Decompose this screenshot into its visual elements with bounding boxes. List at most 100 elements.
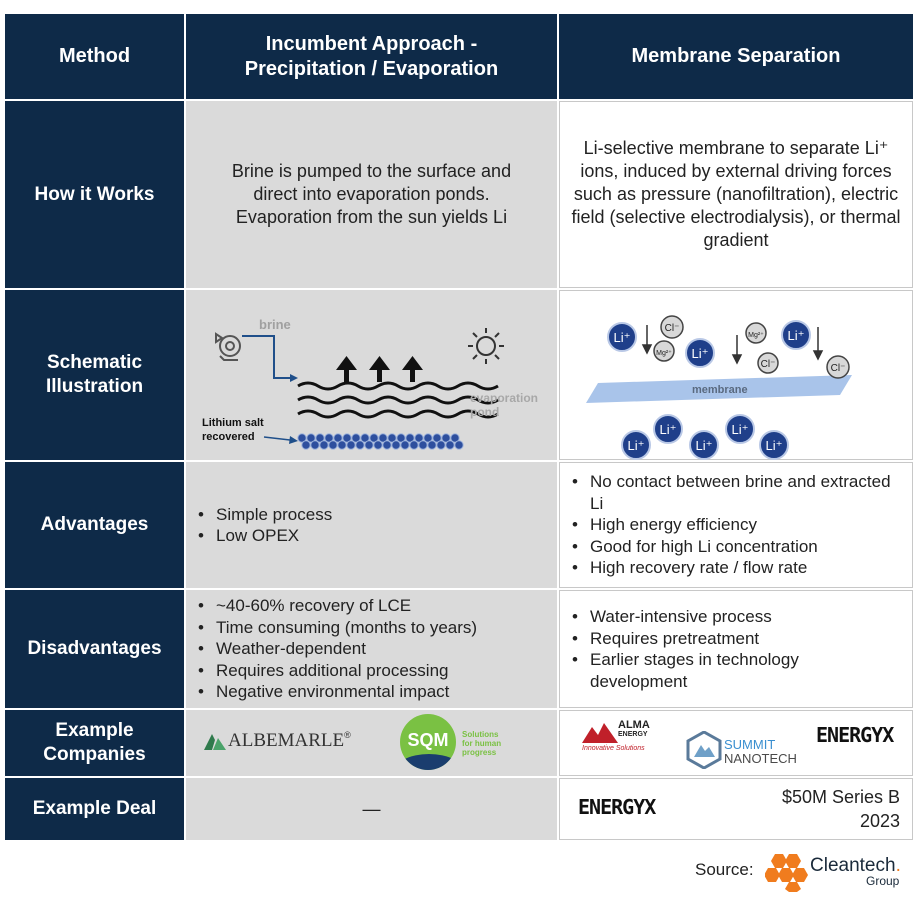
salt-particle — [423, 433, 433, 443]
magnesium-ion — [653, 340, 675, 362]
schematic-incumbent-cell: brine — [186, 290, 557, 460]
brine-pipe-icon — [242, 335, 290, 379]
lithium-ion-label: Li⁺ — [628, 438, 645, 453]
salt-particle — [400, 440, 410, 450]
list-item: Requires pretreatment — [566, 628, 900, 650]
how-membrane-cell: Li-selective membrane to separate Li⁺ io… — [559, 101, 913, 288]
evaporation-word: evaporation — [470, 391, 538, 405]
lithium-ion — [685, 338, 715, 368]
summit-text: SUMMIT — [724, 737, 776, 752]
magnesium-ion-label: Mg²⁺ — [748, 332, 764, 339]
chloride-ion — [757, 352, 779, 374]
energyx-logo-text: ENERGYX — [816, 723, 894, 747]
albemarle-trademark: ® — [344, 730, 351, 740]
row-label-deal-text: Example Deal — [32, 798, 157, 819]
header-incumbent-text: Incumbent Approach - Precipitation / Eva… — [244, 32, 499, 80]
lithium-ion — [725, 414, 755, 444]
salt-particle — [333, 433, 343, 443]
how-incumbent-cell: Brine is pumped to the surface and direc… — [186, 101, 557, 288]
disadvantages-incumbent-list: ~40-60% recovery of LCE Time consuming (… — [192, 595, 477, 703]
lithium-ion — [759, 430, 789, 460]
deal-incumbent-dash: — — [362, 798, 381, 819]
lithium-ion-label: Li⁺ — [766, 438, 783, 453]
header-incumbent: Incumbent Approach - Precipitation / Eva… — [186, 14, 557, 99]
magnesium-ion-label: Mg²⁺ — [656, 350, 672, 357]
chloride-ion — [826, 355, 850, 379]
albemarle-mark-icon — [204, 734, 226, 750]
lithium-ion — [621, 430, 651, 460]
lithium-ion-label: Li⁺ — [660, 422, 677, 437]
row-label-disadvantages: Disadvantages — [5, 590, 184, 708]
list-item: High energy efficiency — [566, 514, 906, 536]
list-item: Weather-dependent — [192, 638, 477, 660]
salt-particle — [432, 433, 442, 443]
row-label-advantages-text: Advantages — [40, 514, 149, 535]
row-label-how-text: How it Works — [34, 183, 155, 205]
pond-waves-icon — [297, 381, 499, 419]
sqm-wave — [400, 754, 456, 770]
alma-text: ALMA — [618, 719, 650, 731]
membrane-label: membrane — [692, 384, 748, 396]
salt-particle — [369, 433, 379, 443]
salt-particle — [355, 440, 365, 450]
evaporation-arrows-icon — [336, 356, 423, 382]
salt-particle — [396, 433, 406, 443]
salt-particle — [454, 440, 464, 450]
salt-particle — [391, 440, 401, 450]
schematic-membrane-cell: membrane Li⁺Cl⁻Mg²⁺Li⁺Mg²⁺Li⁺Cl⁻Cl⁻Li⁺Li… — [559, 290, 913, 460]
pressure-arrows-icon — [641, 325, 824, 365]
lithium-salt-particles — [297, 433, 464, 450]
salt-particle — [405, 433, 415, 443]
companies-membrane-cell: ALMA ENERGY Innovative Solutions SUMMIT … — [559, 710, 913, 776]
row-label-advantages: Advantages — [5, 462, 184, 588]
salt-particle — [427, 440, 437, 450]
row-label-deal: Example Deal — [5, 778, 184, 840]
list-item: Earlier stages in technology development — [566, 649, 900, 692]
header-method: Method — [5, 14, 184, 99]
evaporation-pond-label: evaporation pond — [470, 391, 541, 419]
salt-particle — [378, 433, 388, 443]
salt-particle — [310, 440, 320, 450]
albemarle-logo: ALBEMARLE ® — [204, 730, 351, 752]
magnesium-ion — [745, 322, 767, 344]
how-membrane-text: Li-selective membrane to separate Li⁺ io… — [571, 138, 901, 250]
alma-tagline: Innovative Solutions — [582, 745, 645, 752]
list-item: Good for high Li concentration — [566, 536, 906, 558]
alma-mountain-icon — [582, 723, 618, 743]
list-item: No contact between brine and extracted L… — [566, 471, 906, 514]
lithium-ion — [607, 322, 637, 352]
brine-label: brine — [259, 317, 291, 332]
deal-year: 2023 — [859, 811, 900, 831]
list-item: Time consuming (months to years) — [192, 617, 477, 639]
chloride-ion-label: Cl⁻ — [665, 323, 680, 334]
disadvantages-incumbent-cell: ~40-60% recovery of LCE Time consuming (… — [186, 590, 557, 708]
salt-particle — [346, 440, 356, 450]
salt-particle — [450, 433, 460, 443]
salt-particle — [441, 433, 451, 443]
disadvantages-membrane-cell: Water-intensive process Requires pretrea… — [559, 590, 913, 708]
row-label-disadvantages-text: Disadvantages — [27, 638, 162, 659]
recovered-word: recovered — [202, 431, 255, 443]
advantages-membrane-cell: No contact between brine and extracted L… — [559, 462, 913, 588]
salt-particle — [324, 433, 334, 443]
advantages-incumbent-cell: Simple process Low OPEX — [186, 462, 557, 588]
cleantech-group: Group — [866, 874, 900, 888]
alma-energy-text: ENERGY — [618, 731, 648, 738]
how-incumbent-text: Brine is pumped to the surface and direc… — [231, 161, 512, 227]
salt-particle — [351, 433, 361, 443]
list-item: Low OPEX — [192, 525, 332, 547]
deal-amount: $50M Series B — [781, 787, 900, 807]
salt-particle — [297, 433, 307, 443]
list-item: Simple process — [192, 504, 332, 526]
advantages-membrane-list: No contact between brine and extracted L… — [566, 471, 906, 579]
summit-hexagon-icon — [686, 731, 722, 769]
cleantech-brand-text: Cleantech — [810, 855, 896, 876]
salt-particle — [418, 440, 428, 450]
pump-icon — [215, 332, 241, 361]
row-label-companies-text: Example Companies — [43, 720, 146, 765]
header-method-text: Method — [58, 45, 131, 67]
sqm-tagline: Solutions for human progress — [462, 730, 502, 757]
salt-particle — [360, 433, 370, 443]
lithium-ion — [689, 430, 719, 460]
nanotech-text: NANOTECH — [724, 751, 797, 766]
